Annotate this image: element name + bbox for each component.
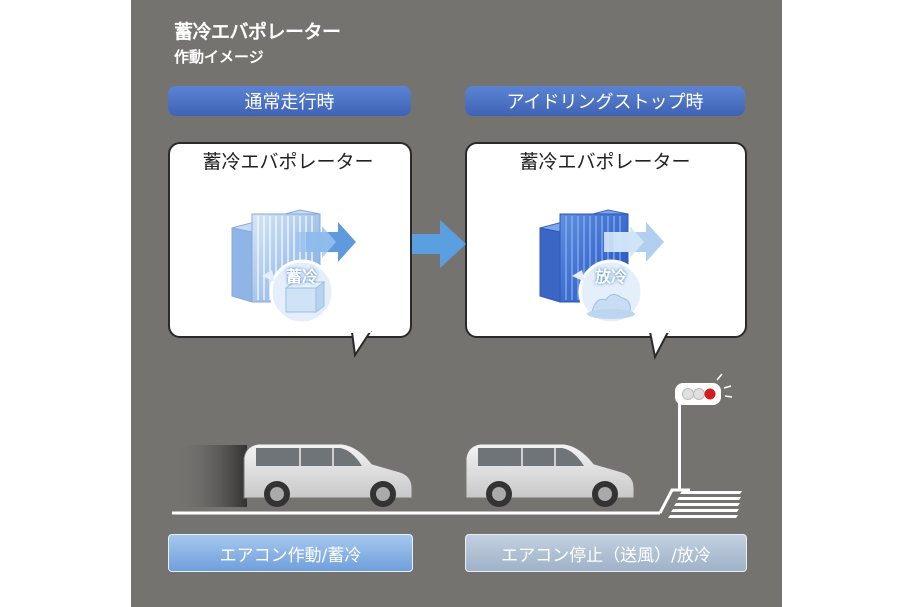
crosswalk xyxy=(668,491,742,518)
bubble-tail-left xyxy=(350,329,372,358)
red-signal-light xyxy=(704,388,716,400)
diagram-title: 蓄冷エバポレーター xyxy=(174,21,341,43)
discharging-magnifier xyxy=(572,259,644,325)
bubble-tail-right xyxy=(648,329,670,360)
minivan-stopped xyxy=(465,443,635,507)
driving-caption: エアコン作動/蓄冷 xyxy=(168,534,413,572)
charging-magnifier xyxy=(262,259,335,325)
transition-arrow xyxy=(412,220,466,268)
traffic-signal xyxy=(675,373,733,490)
road-edge xyxy=(658,488,690,514)
idle-stop-state-label: アイドリングストップ時 xyxy=(465,86,745,116)
charging-badge: 蓄冷 xyxy=(285,267,318,286)
idle-stop-bubble-title: 蓄冷エバポレーター xyxy=(519,151,691,173)
evaporator-charging-icon xyxy=(231,209,356,303)
diagram-subtitle: 作動イメージ xyxy=(174,48,264,66)
discharging-badge: 放冷 xyxy=(594,267,627,286)
idle-stop-caption: エアコン停止（送風）/放冷 xyxy=(465,534,747,572)
driving-state-label: 通常走行時 xyxy=(168,86,411,116)
motion-blur xyxy=(175,445,247,507)
driving-bubble-title: 蓄冷エバポレーター xyxy=(202,151,374,173)
minivan-driving xyxy=(243,443,413,507)
